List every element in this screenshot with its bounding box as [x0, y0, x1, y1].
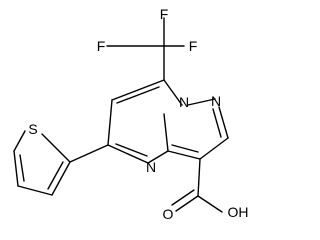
- bond-c6-c5: [107, 99, 113, 146]
- bond-c5-thiophene: [69, 144, 109, 163]
- atom-labels: F F F N N N S O OH: [28, 6, 248, 222]
- bond-n1-c2-double: [212, 108, 222, 138]
- atom-label-f-left: F: [97, 38, 106, 54]
- bond-n4-c3a: [147, 150, 169, 164]
- bond-c7-c6-double: [116, 86, 160, 104]
- atom-label-n-pyrazole: N: [211, 93, 221, 109]
- atom-label-f-top: F: [160, 6, 169, 22]
- bond-c7-c6: [111, 79, 165, 101]
- bond-c5-n4-double: [115, 143, 148, 157]
- bond-thiophene-c2-s: [41, 133, 71, 163]
- molecule-structure-diagram: F F F N N N S O OH: [13, 6, 249, 222]
- atom-label-oh-acid: OH: [228, 204, 249, 220]
- bond-n1-c2: [218, 106, 229, 139]
- bond-thiophene-c4-c5-double: [19, 154, 25, 182]
- bond-c3-cooh: [197, 158, 201, 197]
- bond-thiophene-c4-c5: [13, 150, 19, 187]
- bond-cooh-o: [175, 195, 199, 212]
- bond-cooh-oh: [197, 195, 223, 213]
- atom-label-s-thiophene: S: [28, 121, 37, 137]
- atom-label-n-bridge: N: [179, 94, 189, 110]
- bond-c3-c3a-double: [171, 144, 199, 153]
- atom-label-n-pyrimidine: N: [146, 159, 156, 175]
- bond-c5-n4: [107, 144, 149, 164]
- bond-n-bridge-n1: [187, 98, 216, 106]
- bond-lines: [13, 17, 229, 213]
- atom-label-f-right: F: [189, 38, 198, 54]
- bond-cooh-o-double: [171, 189, 195, 206]
- bond-thiophene-c5-s: [13, 130, 26, 152]
- bond-c2-c3: [199, 137, 229, 160]
- bond-c7-n-bridge: [163, 79, 183, 106]
- bond-c3a-n-bridge: [163, 113, 169, 152]
- bond-thiophene-c2-c3-double: [47, 161, 64, 190]
- atom-label-o-carbonyl: O: [163, 206, 174, 222]
- bond-c3-c3a: [167, 150, 201, 160]
- bond-thiophene-c3-c4: [17, 185, 53, 196]
- bond-thiophene-c2-c3: [51, 161, 71, 196]
